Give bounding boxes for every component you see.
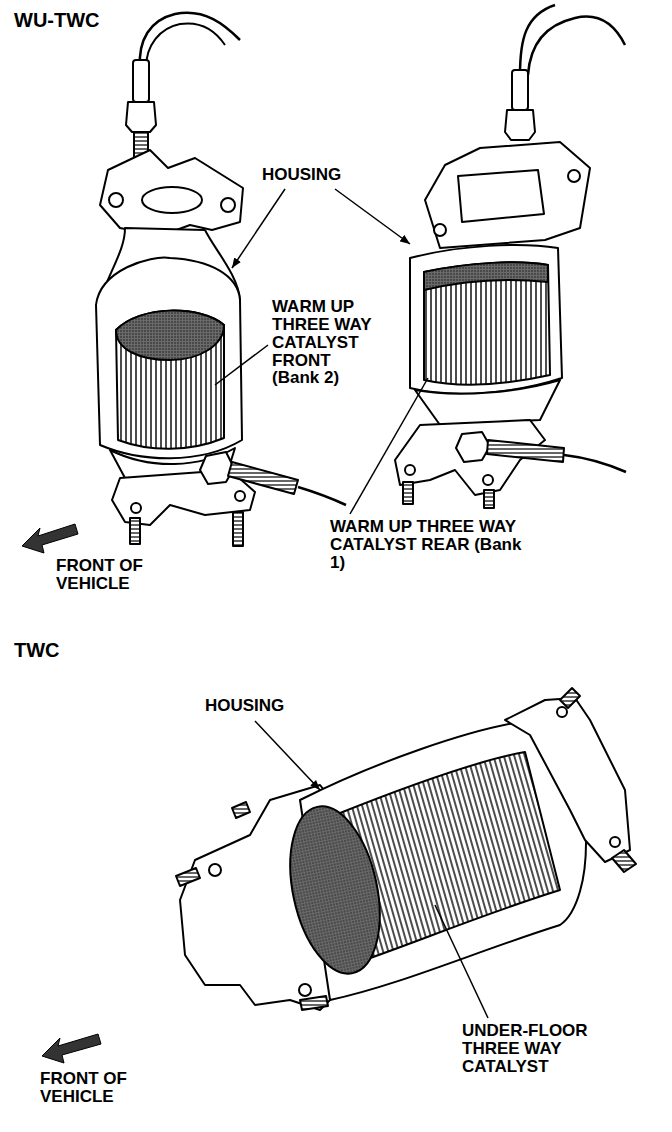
under-floor-catalyst-illustration — [232, 802, 250, 818]
front-catalyst-illustration — [126, 102, 156, 132]
rear-catalyst-illustration — [520, 5, 555, 75]
part-name: WARM UP THREE WAY CATALYST FRONT (Bank 2… — [272, 298, 380, 387]
front-catalyst-illustration — [131, 503, 141, 513]
rear-catalyst-illustration — [405, 465, 415, 475]
leader-line — [350, 378, 428, 514]
under-floor-catalyst-illustration — [176, 868, 200, 886]
direction-label: FRONT OF VEHICLE — [56, 557, 148, 593]
part-name: HOUSING — [262, 166, 341, 184]
front-catalyst-illustration — [96, 258, 242, 459]
under-floor-catalyst-illustration — [176, 688, 636, 1010]
leader-line — [215, 345, 268, 385]
front-catalyst-illustration — [116, 311, 224, 449]
front-catalyst-illustration — [140, 13, 240, 68]
direction-arrow — [42, 1034, 101, 1063]
under-floor-catalyst-illustration — [276, 798, 394, 982]
under-floor-catalyst-illustration — [557, 707, 567, 717]
rear-catalyst-illustration — [528, 17, 625, 75]
direction-label: FRONT OF VEHICLE — [40, 1070, 132, 1106]
front-catalyst-illustration — [146, 23, 225, 68]
under-floor-catalyst-illustration — [299, 984, 311, 996]
part-name: UNDER-FLOOR THREE WAY CATALYST — [462, 1022, 594, 1076]
front-catalyst-illustration — [96, 13, 346, 546]
rear-catalyst-illustration — [403, 482, 413, 504]
leader-line — [335, 189, 410, 244]
leader-line — [232, 189, 285, 268]
front-catalyst-illustration — [298, 487, 346, 505]
rear-catalyst-illustration — [415, 380, 560, 425]
rear-catalyst-illustration — [425, 142, 590, 248]
under-floor-catalyst-illustration — [610, 837, 620, 847]
front-catalyst-illustration — [228, 462, 298, 494]
front-catalyst-illustration — [142, 187, 202, 213]
under-floor-catalyst-illustration — [209, 864, 221, 876]
rear-catalyst-illustration — [424, 262, 550, 384]
front-catalyst-illustration — [133, 60, 149, 102]
under-floor-catalyst-illustration — [560, 688, 580, 708]
rear-catalyst-illustration — [512, 70, 528, 110]
section-heading: WU-TWC — [14, 10, 100, 31]
rear-catalyst-illustration — [434, 224, 446, 236]
part-name: HOUSING — [205, 697, 284, 715]
front-catalyst-illustration — [130, 518, 140, 544]
front-catalyst-illustration — [116, 311, 224, 360]
rear-catalyst-illustration — [564, 455, 626, 472]
rear-catalyst-illustration — [484, 490, 494, 508]
rear-catalyst-illustration — [456, 432, 490, 462]
leader-line — [215, 189, 488, 1018]
under-floor-catalyst-illustration — [505, 698, 630, 862]
front-catalyst-illustration — [235, 491, 245, 501]
rear-catalyst-illustration — [410, 245, 562, 394]
leader-line — [255, 721, 320, 790]
direction-arrow — [22, 524, 78, 553]
front-catalyst-illustration — [100, 150, 243, 236]
direction-arrow — [22, 524, 101, 1063]
part-name: WARM UP THREE WAY CATALYST REAR (Bank 1) — [330, 518, 524, 572]
rear-catalyst-illustration — [395, 5, 626, 508]
rear-catalyst-illustration — [424, 262, 548, 290]
leader-line — [435, 905, 488, 1018]
rear-catalyst-illustration — [487, 440, 564, 462]
section-heading: TWC — [14, 640, 60, 661]
rear-catalyst-illustration — [505, 110, 535, 140]
under-floor-catalyst-illustration — [300, 996, 328, 1010]
rear-catalyst-illustration — [483, 475, 493, 485]
rear-catalyst-illustration — [568, 170, 580, 182]
under-floor-catalyst-illustration — [612, 850, 636, 872]
front-catalyst-illustration — [200, 452, 234, 484]
rear-catalyst-illustration — [458, 170, 544, 222]
front-catalyst-illustration — [221, 198, 235, 212]
front-catalyst-illustration — [233, 512, 243, 546]
front-catalyst-illustration — [109, 193, 123, 207]
